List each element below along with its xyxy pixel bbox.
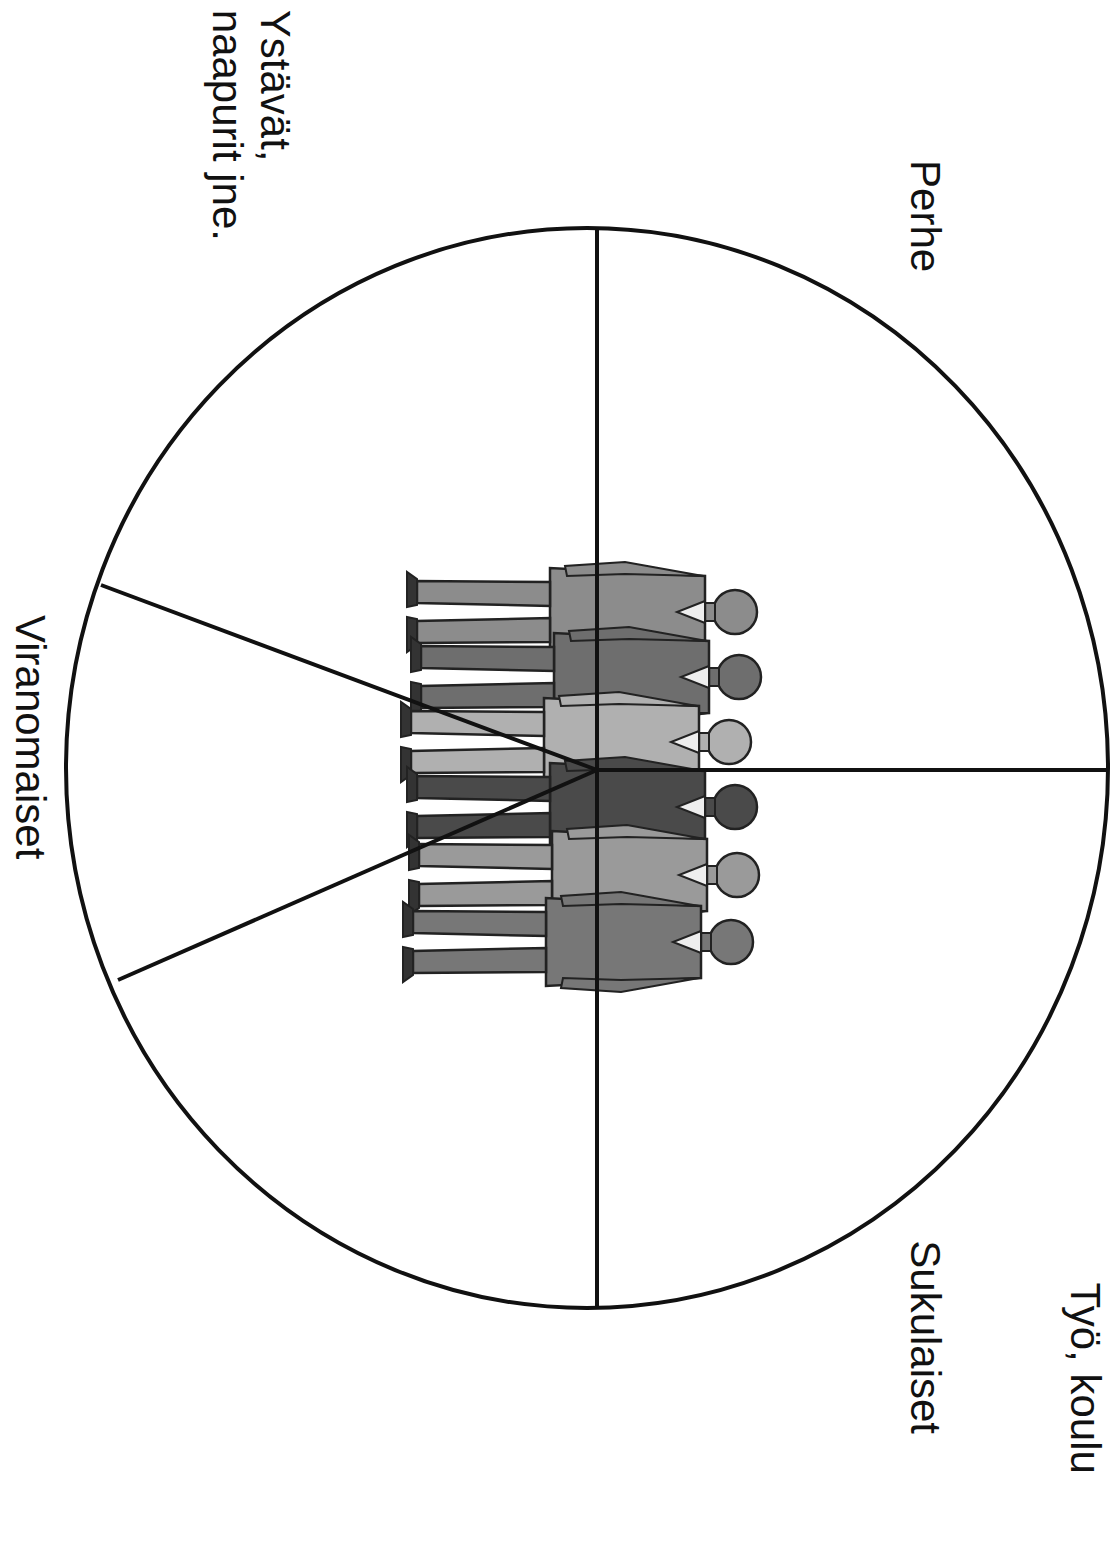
person-figure: [403, 892, 753, 992]
sector-label: Perhe: [901, 160, 949, 272]
sector-divider: [101, 585, 597, 770]
sector-label: Ystävät, naapurit jne.: [202, 10, 299, 285]
outer-circle: [66, 228, 1108, 1308]
sector-label: Viranomaiset: [6, 615, 54, 859]
sector-label: Sukulaiset: [901, 1240, 949, 1434]
sector-divider: [118, 770, 597, 980]
sector-divider: [597, 768, 1107, 772]
sector-label: Työ, koulu: [1061, 1282, 1109, 1473]
